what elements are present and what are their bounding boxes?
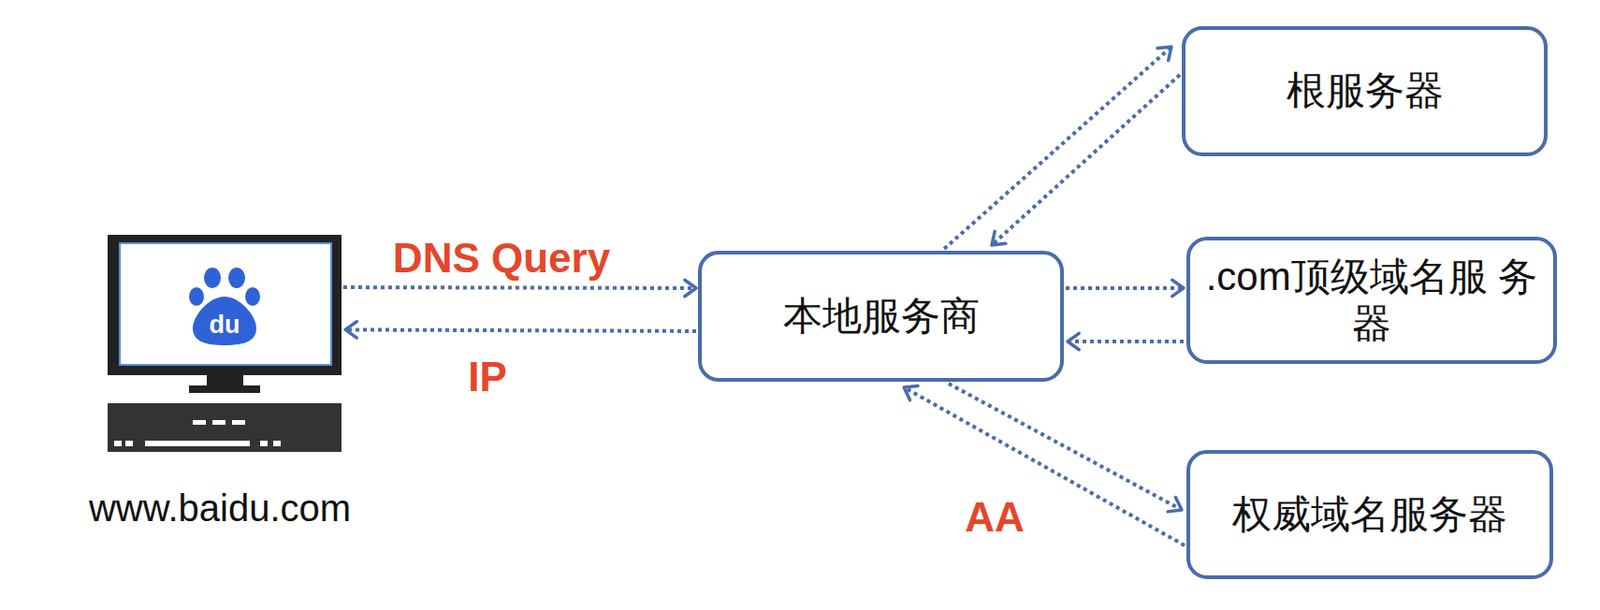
server-name: 权威域名服务器 xyxy=(1232,491,1508,539)
dotted-line xyxy=(991,74,1180,246)
arrow-head xyxy=(903,385,918,400)
server-name: .com顶级域名服 务器 xyxy=(1203,253,1541,349)
server-box: 本地服务商 xyxy=(698,250,1064,382)
client-computer: www.baidu.com xyxy=(56,234,384,530)
baidu-logo xyxy=(189,267,261,346)
dotted-line xyxy=(1065,286,1184,291)
monitor-neck xyxy=(206,375,244,386)
dotted-line xyxy=(944,46,1172,249)
server-name: 本地服务商 xyxy=(783,292,980,340)
arrow-head xyxy=(684,279,697,296)
computer-base xyxy=(107,403,342,452)
dotted-line xyxy=(1067,339,1184,344)
edge-label: DNS Query xyxy=(389,234,614,282)
server-box: .com顶级域名服 务器 xyxy=(1186,236,1557,364)
server-box: 根服务器 xyxy=(1181,26,1548,157)
arrow-head xyxy=(1167,497,1182,512)
monitor-frame xyxy=(107,234,342,376)
dotted-connector xyxy=(944,46,1172,249)
dotted-line xyxy=(343,285,697,291)
dotted-connector xyxy=(991,74,1180,246)
dotted-connector xyxy=(343,279,697,296)
edge-label: AA xyxy=(960,494,1029,541)
dotted-line xyxy=(903,387,1185,546)
dotted-connector xyxy=(1067,333,1184,350)
dotted-connector xyxy=(948,383,1182,512)
server-box: 权威域名服务器 xyxy=(1186,450,1554,580)
server-name: 根服务器 xyxy=(1286,67,1444,115)
domain-name: www.baidu.com xyxy=(56,487,384,530)
arrow-head xyxy=(1157,46,1172,61)
monitor-screen xyxy=(119,243,332,365)
dotted-connector xyxy=(345,321,697,338)
dotted-connector xyxy=(903,385,1185,546)
base-slots xyxy=(114,420,281,447)
dotted-connector xyxy=(1065,279,1184,296)
dotted-line xyxy=(948,383,1182,510)
monitor-foot xyxy=(189,385,261,393)
arrow-head xyxy=(991,231,1006,246)
logo-text: du xyxy=(209,310,241,340)
arrow-head xyxy=(345,321,357,338)
arrow-head xyxy=(1067,333,1079,350)
arrow-head xyxy=(1172,279,1184,296)
edge-label: IP xyxy=(464,353,511,401)
dotted-line xyxy=(345,329,697,332)
